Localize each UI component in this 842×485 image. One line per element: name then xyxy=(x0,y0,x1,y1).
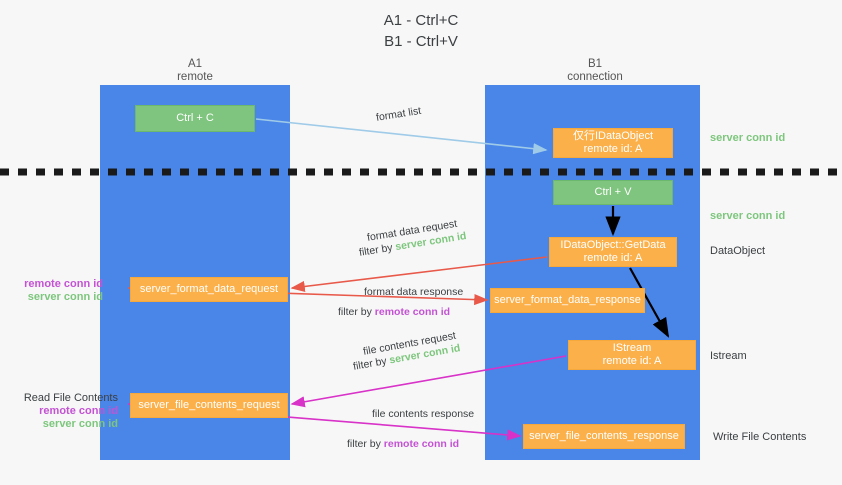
edge-label-filter-remote-conn-id-1: filter by remote conn id xyxy=(338,305,450,320)
label-istream: Istream xyxy=(710,350,747,362)
edge-label-file-contents-response: file contents response xyxy=(372,408,475,420)
label-conn-id-stack-top: remote conn id server conn id xyxy=(8,278,103,304)
filter-value-remote-conn-id-2: remote conn id xyxy=(383,438,460,450)
box-idataobject[interactable]: 仅行IDataObject remote id: A xyxy=(553,128,673,158)
filter-prefix-1: filter by xyxy=(358,241,394,259)
box-server-format-data-request[interactable]: server_format_data_request xyxy=(130,277,288,302)
box-server-format-data-response[interactable]: server_format_data_response xyxy=(490,288,645,313)
label-server-conn-id-mid: server conn id xyxy=(710,210,786,222)
label-server-conn-id-top: server conn id xyxy=(710,132,786,144)
label-read-file-contents: Read File Contents xyxy=(23,392,118,404)
box-idataobject-getdata[interactable]: IDataObject::GetData remote id: A xyxy=(549,237,677,267)
box-server-file-contents-request[interactable]: server_file_contents_request xyxy=(130,393,288,418)
filter-prefix-2: filter by xyxy=(338,306,372,318)
label-remote-conn-id: remote conn id xyxy=(24,278,103,290)
box-ctrl-v[interactable]: Ctrl + V xyxy=(553,180,673,205)
filter-prefix-4: filter by xyxy=(347,438,381,450)
filter-prefix-3: filter by xyxy=(352,355,388,373)
column-header-b1: B1 connection xyxy=(567,58,623,83)
label-write-file-contents: Write File Contents xyxy=(713,431,807,443)
box-ctrl-c[interactable]: Ctrl + C xyxy=(135,105,255,132)
box-istream[interactable]: IStream remote id: A xyxy=(568,340,696,370)
label-remote-conn-id-2: remote conn id xyxy=(39,405,118,417)
column-header-a1: A1 remote xyxy=(177,58,213,83)
filter-value-remote-conn-id-1: remote conn id xyxy=(374,306,451,318)
label-conn-id-stack-bottom: Read File Contents remote conn id server… xyxy=(8,392,118,431)
box-server-file-contents-response[interactable]: server_file_contents_response xyxy=(523,424,685,449)
label-dataobject: DataObject xyxy=(710,245,766,257)
edge-label-format-data-response: format data response xyxy=(364,286,464,298)
edge-label-format-list: format list xyxy=(375,104,422,124)
page-title: A1 - Ctrl+C B1 - Ctrl+V xyxy=(383,12,459,50)
label-server-conn-id: server conn id xyxy=(27,291,103,303)
label-server-conn-id-2: server conn id xyxy=(42,418,118,430)
edge-label-filter-remote-conn-id-2: filter by remote conn id xyxy=(347,437,459,452)
